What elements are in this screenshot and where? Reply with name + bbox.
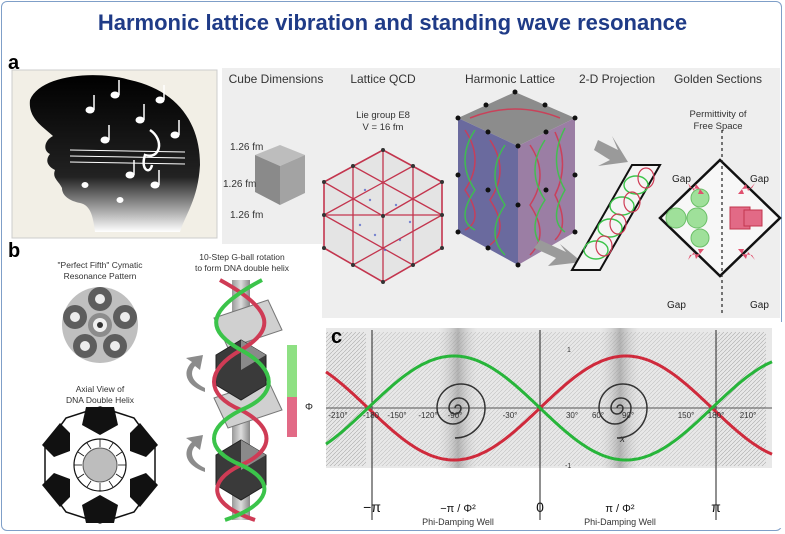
permittivity-line2: Free Space <box>693 121 742 132</box>
header-cube-dimensions: Cube Dimensions <box>229 72 324 86</box>
degree-tick: 90° <box>622 411 634 420</box>
volume-label: V = 16 fm <box>363 122 404 133</box>
cymatic-caption-line2: Resonance Pattern <box>64 271 137 281</box>
music-notes <box>69 80 186 203</box>
lattice-qcd-cube <box>322 148 444 284</box>
gap-label-bottom-left: Gap <box>667 300 686 311</box>
degree-tick: -180 <box>363 411 380 420</box>
gap-label-bottom-right: Gap <box>750 300 769 311</box>
axis-label-pi-phi2: π / Φ² <box>605 503 635 515</box>
figure-title: Harmonic lattice vibration and standing … <box>97 10 688 35</box>
cymatic-caption-line1: "Perfect Fifth" Cymatic <box>58 260 144 270</box>
harmonic-lattice-cube <box>455 89 578 268</box>
panel-a: Cube Dimensions Lattice QCD Harmonic Lat… <box>11 68 782 318</box>
arrow-to-projection-lower <box>534 240 582 266</box>
arrow-to-projection <box>594 136 628 166</box>
green-standing-wave <box>325 354 773 462</box>
degree-tick: -210° <box>328 411 347 420</box>
cymatic-pattern <box>62 287 138 363</box>
wave-reference-lines <box>371 330 717 520</box>
degree-tick: -150° <box>387 411 406 420</box>
axial-caption-line1: Axial View of <box>76 384 125 394</box>
dna-axial-view <box>42 406 158 524</box>
degree-tick: 60° <box>592 411 604 420</box>
axis-label-minus-pi-phi2: −π / Φ² <box>440 503 476 515</box>
panel-letter-b: b <box>8 240 21 262</box>
y-axis-top-label: 1 <box>567 347 571 354</box>
red-standing-wave <box>325 354 773 462</box>
gap-label-top-left: Gap <box>672 174 691 185</box>
rotation-caption-line2: to form DNA double helix <box>195 263 290 273</box>
axis-label-pi: π <box>711 499 721 515</box>
axis-label-minus-pi: −π <box>363 499 381 515</box>
panel-c: -210° -180 -150° -120° -90° -30° 30° 60°… <box>325 322 782 528</box>
phi-bar-green <box>287 345 297 397</box>
phi-damping-well-right: Phi-Damping Well <box>584 517 656 527</box>
degree-tick: 210° <box>740 411 757 420</box>
cube-dim-left: 1.26 fm <box>223 179 256 190</box>
axis-label-zero: 0 <box>536 499 544 515</box>
head-silhouette <box>29 75 200 233</box>
gap-label-top-right: Gap <box>750 174 769 185</box>
degree-tick: 180° <box>708 411 725 420</box>
rotation-caption-line1: 10-Step G-ball rotation <box>199 252 285 262</box>
degree-tick: -90° <box>448 411 463 420</box>
degree-tick: 150° <box>678 411 695 420</box>
header-golden-sections: Golden Sections <box>674 72 762 86</box>
panel-letter-c: c <box>331 326 343 348</box>
rotation-arrow-lower <box>186 435 205 472</box>
dna-helix <box>212 278 283 522</box>
degree-tick: -120° <box>418 411 437 420</box>
panel-b: "Perfect Fifth" Cymatic Resonance Patter… <box>12 244 322 527</box>
cube-dim-top: 1.26 fm <box>230 142 263 153</box>
degree-tick: 30° <box>566 411 578 420</box>
header-lattice-qcd: Lattice QCD <box>350 72 416 86</box>
projection-rhombus <box>570 164 662 271</box>
axial-caption-line2: DNA Double Helix <box>66 395 135 405</box>
small-cube <box>255 145 305 205</box>
x-variable-label: x <box>619 434 626 445</box>
cube-dim-bottom: 1.26 fm <box>230 210 263 221</box>
degree-tick-labels: -210° -180 -150° -120° -90° -30° 30° 60°… <box>328 411 756 420</box>
permittivity-line1: Permittivity of <box>689 109 746 120</box>
lie-group-label: Lie group E8 <box>356 110 410 121</box>
golden-sections-diamond <box>658 130 782 315</box>
spiral-right <box>598 383 648 439</box>
degree-tick: -30° <box>503 411 518 420</box>
rotation-arrow-upper <box>186 355 205 392</box>
gap-arrows <box>688 183 755 260</box>
spiral-left <box>436 383 486 439</box>
phi-damping-well-left: Phi-Damping Well <box>422 517 494 527</box>
header-harmonic-lattice: Harmonic Lattice <box>465 72 555 86</box>
header-2d-projection: 2-D Projection <box>579 72 655 86</box>
wave-hatch-right <box>716 332 766 466</box>
phi-label: Φ <box>305 402 313 413</box>
panel-letter-a: a <box>8 52 20 74</box>
y-axis-bottom-label: -1 <box>565 463 571 470</box>
phi-bar-pink <box>287 397 297 437</box>
